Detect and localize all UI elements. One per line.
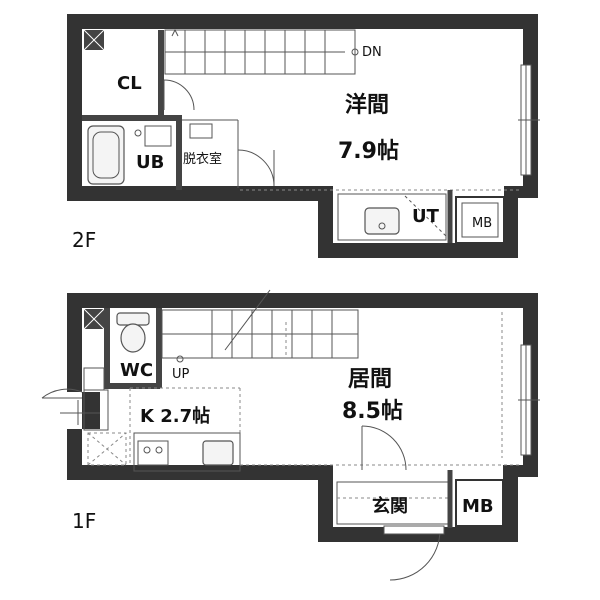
- closet-door[interactable]: [163, 79, 195, 111]
- bath-side-wall: [176, 118, 182, 190]
- entrance-label: 玄関: [372, 495, 408, 517]
- meter-box-2f: [455, 196, 505, 244]
- floor-1f: WC UP K 2.7帖 居間 8.5帖 玄関 MB 1F: [41, 289, 540, 581]
- kitchen-label: K 2.7帖: [140, 405, 210, 427]
- stairs-1f: [161, 289, 359, 363]
- outer-wall-2f: [67, 14, 538, 258]
- bathtub: [87, 125, 125, 185]
- floor-2f: CL UB 脱衣室 DN 洋間 7.9帖 UT MB 2F: [67, 14, 540, 258]
- living-room-label: 居間: [348, 367, 392, 392]
- western-room-label: 洋間: [345, 92, 389, 118]
- dressing-door[interactable]: [237, 149, 275, 187]
- bath-label: UB: [136, 152, 164, 173]
- stairs-up-label: UP: [172, 367, 190, 382]
- toilet: [116, 312, 150, 353]
- kitchen-counter: [133, 432, 241, 472]
- toilet-label: WC: [120, 360, 153, 381]
- stove: [137, 440, 169, 466]
- closet-wall: [158, 30, 164, 118]
- utility-sink: [364, 207, 400, 235]
- meter-box-1f-label: MB: [462, 496, 494, 517]
- kitchen-sink: [202, 440, 234, 466]
- meter-box-1f: [455, 479, 504, 527]
- meter-box-2f-label: MB: [472, 216, 492, 231]
- stairs-dn-label: DN: [362, 45, 382, 60]
- side-door[interactable]: [41, 388, 83, 399]
- dressing-label: 脱衣室: [183, 151, 222, 167]
- living-door[interactable]: [361, 425, 407, 471]
- outer-wall-1f: [67, 293, 538, 542]
- floor-label-2f: 2F: [72, 228, 96, 252]
- floor-label-1f: 1F: [72, 509, 96, 533]
- utility-label: UT: [412, 206, 440, 227]
- stairs-up-arrow-icon: [176, 355, 184, 363]
- stairs-2f: [164, 28, 359, 75]
- living-room-size: 8.5帖: [342, 399, 403, 424]
- closet-label: CL: [117, 73, 142, 94]
- bath-top-wall: [82, 115, 182, 121]
- stairs-arrow-icon: [351, 48, 359, 56]
- western-room-size: 7.9帖: [338, 139, 399, 164]
